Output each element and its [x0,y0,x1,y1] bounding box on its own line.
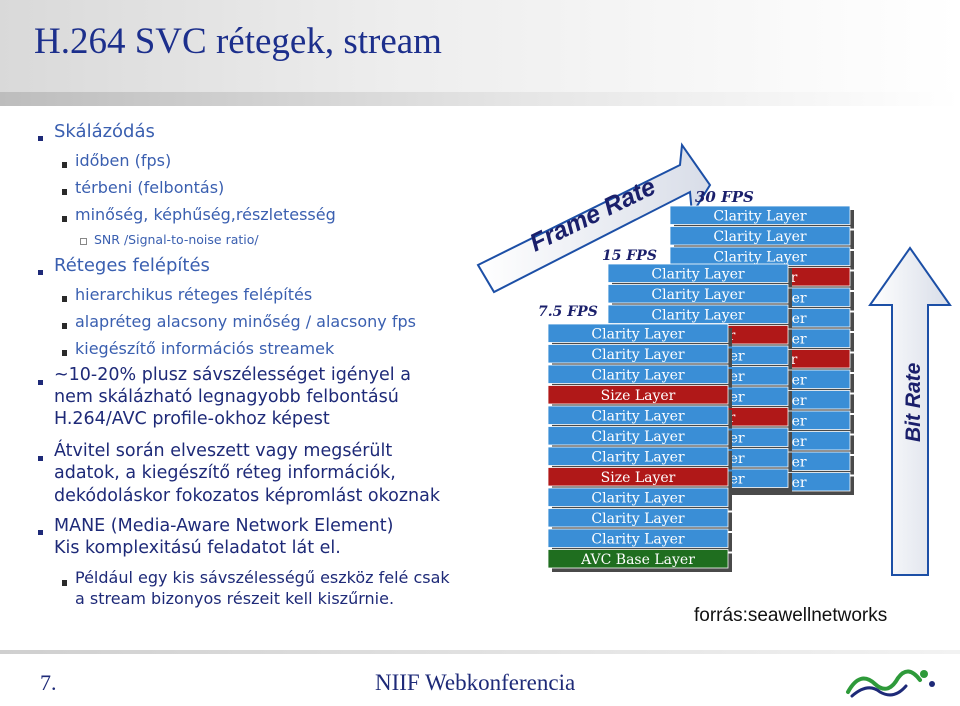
bullet-square [62,580,67,586]
bullet-dot [38,380,43,385]
bullet-dot [38,136,43,141]
clarity-layer-label: Clarity Layer [591,491,685,507]
bullet-loss-3: dekódoláskor fokozatos képromlást okozna… [54,486,440,506]
bullet-quality: minőség, képhűség,részletesség [75,205,336,224]
clarity-layer-label: Clarity Layer [651,308,745,324]
bullet-mane-2: Kis komplexitású feladatot lát el. [54,538,341,558]
bullet-dot [38,456,43,461]
bullet-bandwidth-2: nem skálázható legnagyobb felbontású [54,387,399,407]
clarity-layer-block [607,284,789,304]
bullet-square [62,189,67,195]
source-label: forrás:seawellnetworks [694,605,888,626]
clarity-layer-block [547,487,729,507]
clarity-layer-block [547,344,729,364]
bullet-square [62,216,67,222]
bullet-square [62,162,67,168]
bullet-bandwidth-3: H.264/AVC profile-okhoz képest [54,409,330,429]
clarity-layer-block [547,508,729,528]
bullet-bandwidth-1: ~10-20% plusz sávszélességet igényel a [54,365,411,385]
clarity-layer-block [669,205,851,225]
clarity-layer-block [607,304,789,324]
bullet-square [62,350,67,356]
clarity-layer-block [547,323,729,343]
size-layer-block [547,467,729,487]
bullet-square [62,296,67,302]
size-layer-label: Size Layer [601,470,676,486]
bullet-time: időben (fps) [75,151,172,170]
bullet-square [62,323,67,329]
bit-rate-arrow [868,246,952,576]
clarity-layer-label: Clarity Layer [591,347,685,363]
bullet-snr: SNR /Signal-to-noise ratio/ [94,232,259,247]
clarity-layer-label: Clarity Layer [651,287,745,303]
clarity-layer-label: Clarity Layer [713,209,807,225]
clarity-layer-label: Clarity Layer [651,267,745,283]
bullet-loss-1: Átvitel során elveszett vagy megsérült [54,441,393,461]
clarity-layer-block [669,226,851,246]
clarity-layer-block [547,426,729,446]
bullet-base-layer: alapréteg alacsony minőség / alacsony fp… [75,312,416,331]
title-divider [0,92,960,106]
bullet-hollow [80,238,87,245]
bit-rate-label: Bit Rate [902,362,925,442]
clarity-layer-label: Clarity Layer [591,409,685,425]
bullet-hierarchical: hierarchikus réteges felépítés [75,285,313,304]
clarity-layer-block [547,528,729,548]
bullet-scaling: Skálázódás [54,121,155,142]
clarity-layer-label: Clarity Layer [591,532,685,548]
bullet-dot [38,530,43,535]
bullet-example-1: Például egy kis sávszélességű eszköz fel… [75,568,450,587]
page-title: H.264 SVC rétegek, stream [34,21,442,62]
bullet-layered: Réteges felépítés [54,255,210,276]
base-layer-label: AVC Base Layer [580,552,695,568]
title-band [0,0,960,92]
bullet-extra-streams: kiegészítő információs streamek [75,339,335,358]
clarity-layer-label: Clarity Layer [591,368,685,384]
frame-rate-arrow [476,142,712,294]
footer-title: NIIF Webkonferencia [375,670,576,695]
footer-divider [0,650,960,654]
clarity-layer-label: Clarity Layer [591,327,685,343]
clarity-layer-label: Clarity Layer [591,450,685,466]
clarity-layer-label: Clarity Layer [591,511,685,527]
niif-logo-icon [846,669,935,698]
bullet-loss-2: adatok, a kiegészítő réteg információk, [54,463,396,483]
bullet-dot [38,270,43,275]
fps-15-label: 15 FPS [602,248,657,264]
size-layer-block [547,385,729,405]
clarity-layer-block [547,364,729,384]
fps-7-5-label: 7.5 FPS [538,304,598,320]
clarity-layer-label: Clarity Layer [713,229,807,245]
bullet-mane-1: MANE (Media-Aware Network Element) [54,516,394,536]
clarity-layer-block [547,446,729,466]
size-layer-label: Size Layer [601,388,676,404]
base-layer-block [547,549,729,569]
bullet-spatial: térbeni (felbontás) [75,178,225,197]
bullet-example-2: a stream bizonyos részeit kell kiszűrnie… [75,589,395,608]
clarity-layer-block [547,405,729,425]
page-number: 7. [40,670,57,695]
clarity-layer-block [607,263,789,283]
clarity-layer-label: Clarity Layer [591,429,685,445]
clarity-layer-label: Clarity Layer [713,250,807,266]
fps-30-label: 30 FPS [695,188,754,206]
svc-layer-diagram: Frame Rate Bit Rate 30 FPS 15 FPS 7.5 FP… [476,142,952,576]
